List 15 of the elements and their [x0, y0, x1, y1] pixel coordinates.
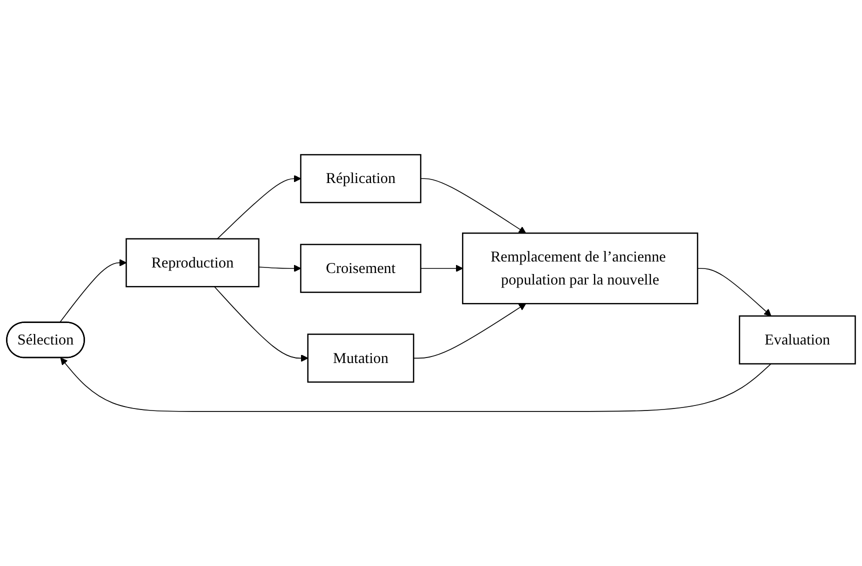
- arrow: [60, 358, 772, 412]
- arrow: [420, 264, 463, 272]
- node-box: Reproduction: [126, 238, 260, 288]
- arrow: [59, 258, 127, 324]
- node-box: Mutation: [307, 334, 414, 383]
- arrow: [258, 264, 302, 272]
- arrow: [420, 178, 526, 234]
- node-box: Réplication: [300, 154, 422, 204]
- node-box: Croisement: [300, 244, 422, 293]
- node-box: Evaluation: [738, 315, 856, 364]
- node-box: Remplacement de l’ancienne population par la nouvelle: [462, 232, 698, 304]
- arrow: [216, 174, 302, 240]
- arrow: [697, 268, 772, 316]
- arrow: [413, 303, 526, 358]
- arrow: [214, 286, 308, 362]
